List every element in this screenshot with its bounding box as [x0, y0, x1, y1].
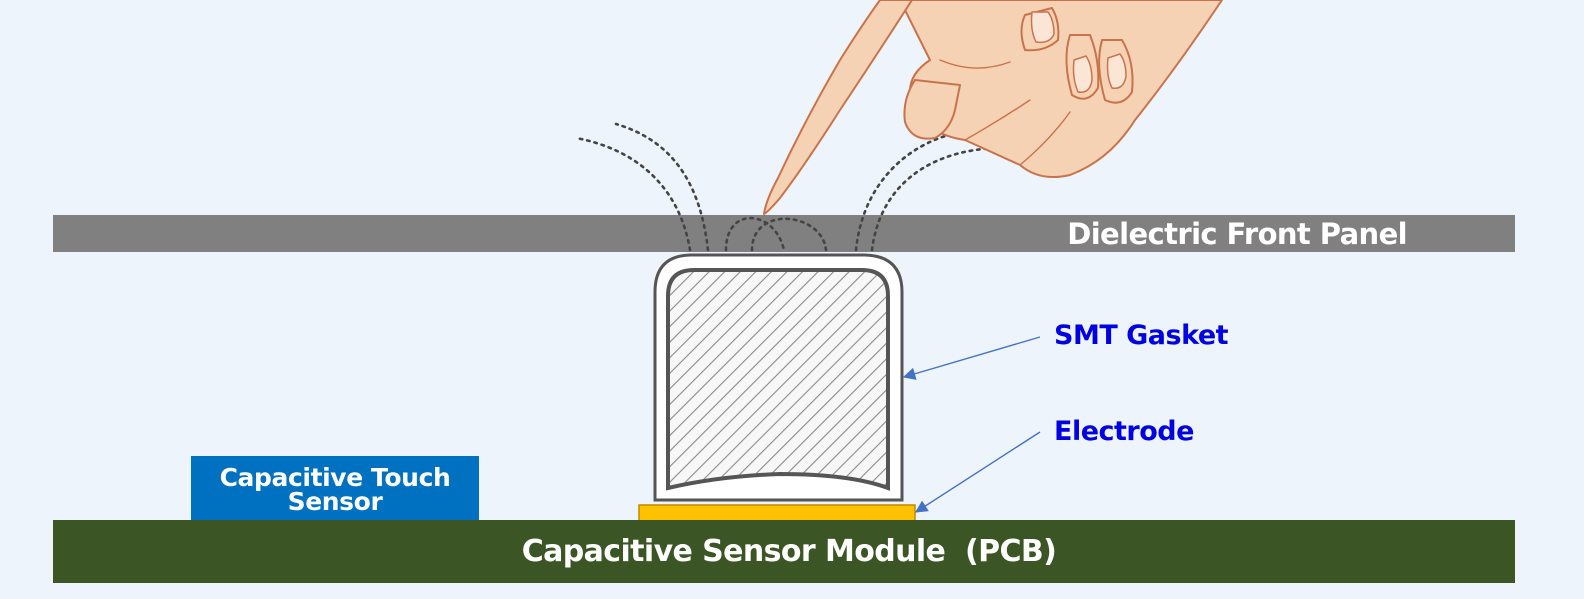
- field-line: [614, 122, 710, 252]
- dielectric-front-panel-label-area: Dielectric Front Panel: [53, 215, 1515, 252]
- pcb-label: Capacitive Sensor Module (PCB): [521, 534, 1057, 569]
- electrode-label: Electrode: [1054, 416, 1194, 447]
- smt-gasket: [653, 253, 904, 502]
- hand-crease: [939, 59, 1011, 69]
- pointing-hand-icon: [763, 0, 1223, 215]
- field-lines: [574, 122, 1000, 252]
- hand-index-finger: [763, 0, 913, 215]
- pcb-label-area: Capacitive Sensor Module (PCB): [53, 520, 1515, 583]
- field-line: [870, 146, 1000, 252]
- smt-gasket-label: SMT Gasket: [1054, 320, 1229, 351]
- field-line: [854, 132, 954, 252]
- hand-fingernail: [1030, 11, 1055, 44]
- field-line: [724, 216, 786, 252]
- dielectric-front-panel-label: Dielectric Front Panel: [1067, 216, 1407, 251]
- field-line: [750, 217, 828, 252]
- pcb-board: [53, 520, 1515, 583]
- capacitive-touch-sensor-block: [191, 456, 479, 520]
- field-line: [574, 136, 692, 252]
- hand-crease: [1019, 111, 1071, 166]
- smt-gasket-arrow: [902, 336, 1041, 380]
- capacitive-touch-sensor: Capacitive Touch Sensor: [191, 456, 479, 520]
- hand-palm: [899, 0, 1223, 178]
- hand-finger: [903, 79, 961, 140]
- hand-fingernail: [1072, 55, 1093, 93]
- hand-fingernail: [1106, 53, 1127, 89]
- electrode: [638, 504, 916, 522]
- gasket-hatched-core: [666, 268, 890, 491]
- capacitive-touch-sensor-label: Capacitive Touch Sensor: [219, 463, 451, 516]
- electrode-arrow: [914, 431, 1041, 513]
- hand-crease: [964, 99, 1031, 141]
